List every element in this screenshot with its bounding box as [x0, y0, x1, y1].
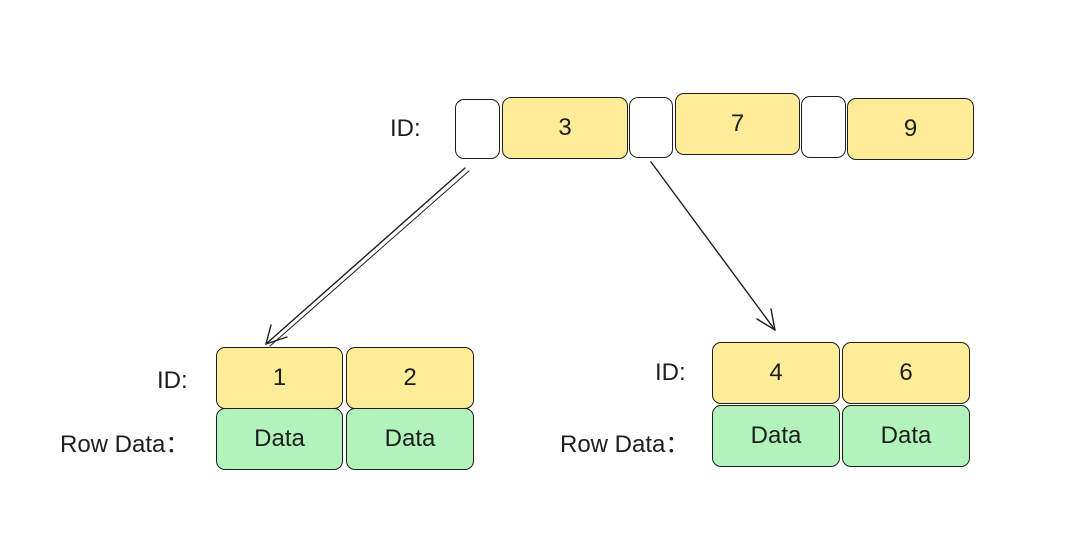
right-leaf-key-cell: 4 — [712, 342, 840, 404]
left-leaf-id-label: ID: — [157, 367, 188, 394]
root-pointer-slot — [801, 96, 846, 158]
left-leaf-row-cell: Data — [346, 408, 474, 470]
right-leaf-row-cell: Data — [842, 405, 970, 467]
arrow-root-to-right-leaf — [650, 161, 776, 331]
arrow-root-to-left-leaf — [265, 167, 470, 347]
root-pointer-slot — [629, 97, 673, 158]
right-leaf-row-data-label: Row Data： — [560, 431, 690, 458]
right-leaf-row-cell: Data — [712, 405, 840, 467]
left-leaf-row-data-label: Row Data： — [60, 431, 190, 458]
root-key-cell: 7 — [675, 93, 800, 155]
right-leaf-key-cell: 6 — [842, 342, 970, 404]
root-key-cell: 9 — [847, 98, 974, 160]
left-leaf-key-cell: 2 — [346, 347, 474, 409]
root-id-label: ID: — [390, 115, 421, 142]
root-key-cell: 3 — [502, 97, 628, 159]
root-pointer-slot — [455, 99, 500, 159]
right-leaf-id-label: ID: — [655, 359, 686, 386]
left-leaf-key-cell: 1 — [216, 347, 343, 409]
left-leaf-row-cell: Data — [216, 408, 343, 470]
